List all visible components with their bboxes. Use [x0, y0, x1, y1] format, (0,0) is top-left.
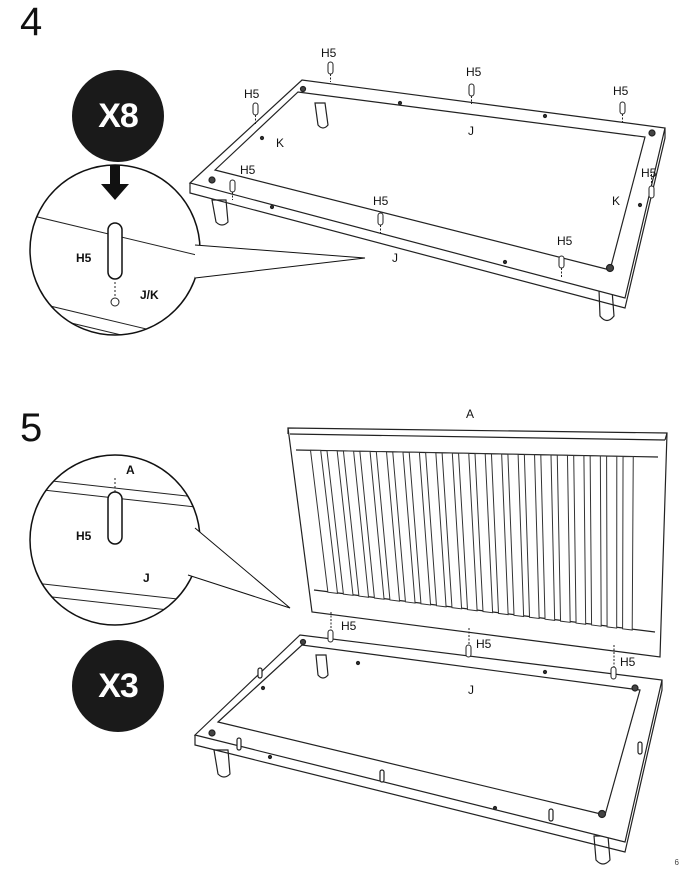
step-5-number: 5 [20, 406, 43, 450]
detail-part-label: H5 [76, 529, 92, 543]
headboard-slat [441, 452, 463, 610]
side-rail-k-label: K [612, 194, 620, 208]
panel-a-label: A [466, 407, 474, 421]
detail-top-label: A [126, 463, 135, 477]
headboard-slats [309, 449, 634, 631]
headboard-slat [359, 450, 385, 600]
h5-label: H5 [613, 84, 629, 98]
headboard-slat [490, 453, 509, 616]
step-5-diagram: A H5 J [29, 407, 668, 865]
headboard-slat [342, 450, 370, 598]
headboard-slat [326, 450, 354, 596]
side-rail-k-label: K [276, 136, 284, 150]
headboard-slat [458, 452, 478, 612]
end-rail-j-label: J [392, 251, 398, 265]
quantity-badge-x8: X8 [72, 70, 164, 162]
step-5-labels: A H5 H5 H5 J [341, 407, 636, 697]
h5-label: H5 [373, 194, 389, 208]
headboard-slat [474, 452, 494, 614]
headboard-slat [507, 453, 525, 618]
detail-part-label: H5 [76, 251, 92, 265]
wooden-dowel-icon [107, 491, 123, 545]
h5-label: H5 [557, 234, 573, 248]
h5-dowels-step-4 [229, 61, 655, 278]
headboard-slat [573, 454, 587, 625]
bed-frame-step-4 [188, 79, 666, 322]
h5-label: H5 [641, 166, 657, 180]
h5-label: H5 [321, 46, 337, 60]
step-5-detail-circle: A H5 J [29, 454, 291, 626]
h5-label: H5 [466, 65, 482, 79]
h5-label: H5 [240, 163, 256, 177]
h5-label: H5 [620, 655, 636, 669]
headboard-slat [606, 455, 618, 629]
step-4-labels: H5 H5 H5 H5 H5 H5 H5 H5 K K J J [240, 46, 657, 265]
detail-target-label: J/K [140, 288, 159, 302]
step-4-diagram: H5 J/K [29, 46, 666, 336]
headboard-slat [540, 454, 556, 621]
h5-label: H5 [341, 619, 357, 633]
wooden-dowel-icon [107, 222, 123, 280]
step-4-detail-circle: H5 J/K [29, 164, 366, 336]
headboard-slat [408, 451, 432, 606]
step-4-number: 4 [20, 0, 43, 44]
end-rail-j-label: J [468, 124, 474, 138]
headboard-slat [309, 449, 339, 594]
end-rail-j-label: J [468, 683, 474, 697]
headboard-slat [589, 455, 602, 627]
h5-label: H5 [476, 637, 492, 651]
h5-label: H5 [244, 87, 260, 101]
headboard-slat [392, 451, 416, 604]
bed-frame-step-5 [193, 634, 663, 865]
headboard-slat [622, 455, 634, 631]
detail-target-label: J [143, 571, 150, 585]
headboard-panel-a [287, 427, 668, 658]
headboard-slat [523, 453, 540, 620]
headboard-slat [425, 452, 447, 608]
down-arrow-icon [101, 165, 129, 200]
headboard-slat [375, 451, 401, 602]
quantity-badge-x3: X3 [72, 640, 164, 732]
h5-dowels-step-5 [327, 612, 617, 680]
page-number: 6 [674, 858, 679, 867]
headboard-slat [556, 454, 571, 623]
